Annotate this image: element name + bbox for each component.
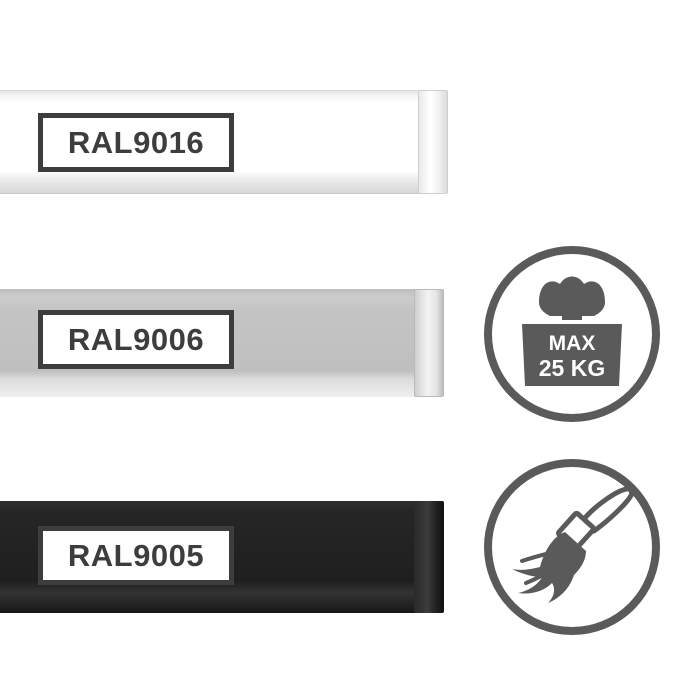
- color-code-label: RAL9005: [38, 526, 234, 585]
- max-load-badge: MAX 25 KG: [484, 246, 660, 422]
- paintbrush-icon: [512, 486, 635, 603]
- rail-end-cap: [418, 90, 448, 194]
- weight-icon: [522, 276, 622, 386]
- color-code-label: RAL9006: [38, 310, 234, 369]
- rail-end-cap: [414, 289, 444, 397]
- max-text: MAX: [549, 332, 596, 355]
- rail-end-cap: [414, 501, 444, 613]
- load-text: 25 KG: [539, 355, 605, 381]
- color-code-label: RAL9016: [38, 113, 234, 172]
- paintable-badge: [484, 459, 660, 635]
